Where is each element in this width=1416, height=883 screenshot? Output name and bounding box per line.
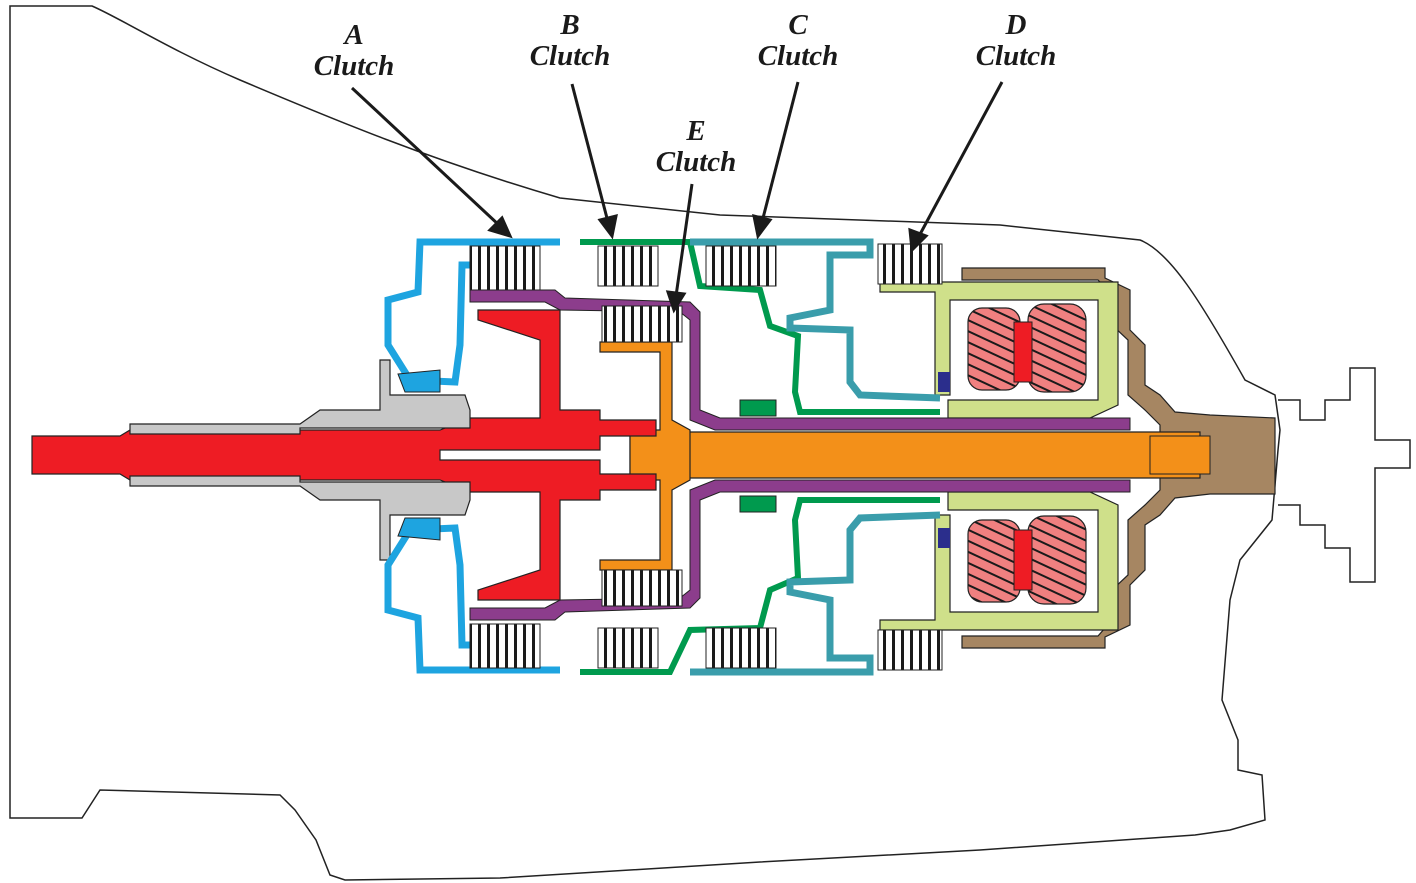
pump-housing xyxy=(129,359,471,435)
c-clutch-word: Clutch xyxy=(757,40,839,72)
case-outline xyxy=(9,5,1281,881)
purple-shell xyxy=(469,289,1131,431)
b-clutch-word: Clutch xyxy=(529,40,611,72)
c-clutch-drum-lower xyxy=(690,511,941,676)
purple-shell-lower xyxy=(469,479,1131,621)
b-clutch-letter: B xyxy=(560,9,580,41)
b-clutch-drum xyxy=(580,239,940,415)
c-clutch-plates xyxy=(705,245,777,669)
output-shaft xyxy=(629,431,1201,479)
e-clutch-word: Clutch xyxy=(655,146,737,178)
d-clutch-letter: D xyxy=(1005,9,1027,41)
a-clutch-label: A Clutch xyxy=(304,20,404,82)
e-clutch-letter: E xyxy=(686,115,706,147)
c-clutch-arrow xyxy=(760,81,800,223)
b-clutch-drum-lower xyxy=(580,497,940,675)
d-clutch-label: D Clutch xyxy=(966,10,1066,72)
c-clutch-drum xyxy=(690,238,941,402)
b-clutch-hub xyxy=(739,399,777,417)
b-clutch-plates xyxy=(597,245,659,669)
e-clutch-arrow xyxy=(674,183,694,297)
d-clutch-drum-lower xyxy=(879,491,1119,631)
pump-housing-lower xyxy=(129,475,471,561)
planetary-gears xyxy=(938,303,1087,605)
a-clutch-drum xyxy=(384,238,560,386)
d-clutch-word: Clutch xyxy=(975,40,1057,72)
a-clutch-letter: A xyxy=(344,19,364,51)
output-flange xyxy=(1278,367,1411,583)
a-clutch-piston xyxy=(397,369,441,541)
a-clutch-arrow xyxy=(350,86,502,228)
b-clutch-arrow xyxy=(570,83,610,223)
e-clutch-plates xyxy=(601,305,683,607)
c-clutch-label: C Clutch xyxy=(748,10,848,72)
a-clutch-word: Clutch xyxy=(313,50,395,82)
input-shaft xyxy=(31,309,657,601)
b-clutch-label: B Clutch xyxy=(520,10,620,72)
a-clutch-plates xyxy=(469,245,541,669)
a-clutch-drum-lower xyxy=(384,524,560,674)
d-clutch-plates xyxy=(877,243,943,671)
e-clutch-hub xyxy=(599,341,691,571)
c-clutch-letter: C xyxy=(788,9,808,41)
leader-arrows xyxy=(350,81,1004,314)
rear-housing xyxy=(961,267,1276,649)
d-clutch-arrow xyxy=(916,81,1004,239)
e-clutch-label: E Clutch xyxy=(646,116,746,178)
b-clutch-hub-lower xyxy=(739,495,777,513)
